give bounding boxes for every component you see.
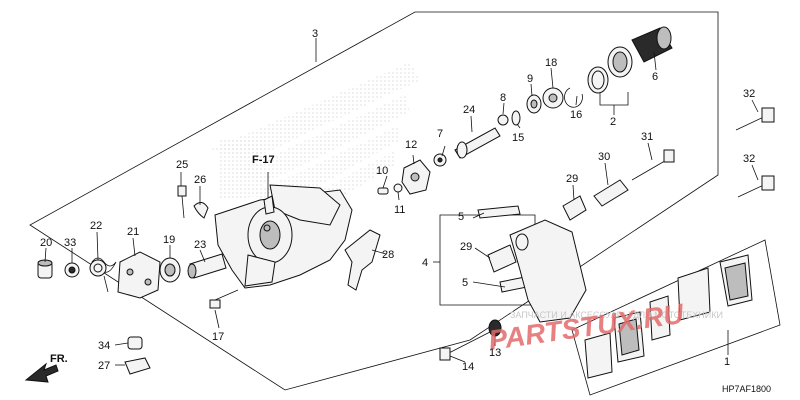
part-label-1: 1 xyxy=(724,356,730,368)
oring-8 xyxy=(497,114,509,126)
part-label-7: 7 xyxy=(437,128,443,140)
part-label-2: 2 xyxy=(610,116,616,128)
fr-label: FR. xyxy=(50,353,68,365)
part-label-31: 31 xyxy=(641,131,653,143)
part-label-13: 13 xyxy=(489,347,501,359)
caliper-pin xyxy=(187,253,227,279)
part-label-28: 28 xyxy=(382,249,394,261)
bleeder-cap xyxy=(37,259,53,279)
part-label-30: 30 xyxy=(598,151,610,163)
part-label-12: 12 xyxy=(405,139,417,151)
part-label-22: 22 xyxy=(90,220,102,232)
bolt-32-lower xyxy=(737,175,775,198)
part-label-15: 15 xyxy=(512,132,524,144)
washer xyxy=(64,262,80,278)
part-label-21: 21 xyxy=(127,226,139,238)
oring-11 xyxy=(393,183,403,193)
part-label-29a: 29 xyxy=(566,173,578,185)
clip-27 xyxy=(124,357,151,375)
part-label-8: 8 xyxy=(500,92,506,104)
slide-pin-31 xyxy=(631,149,675,181)
front-arrow-icon xyxy=(24,362,59,383)
nut-12 xyxy=(401,159,431,195)
part-label-25: 25 xyxy=(176,159,188,171)
part-label-5b: 5 xyxy=(462,277,468,289)
dust-seal xyxy=(607,46,633,78)
part-label-9: 9 xyxy=(527,73,533,85)
nut-7 xyxy=(433,153,447,167)
washer-15 xyxy=(511,110,521,126)
part-label-26: 26 xyxy=(194,174,206,186)
part-label-10: 10 xyxy=(376,165,388,177)
boot-29-lower xyxy=(487,244,517,273)
watermark-text: ЗАПЧАСТИ И АКСЕССУАРЫ ДЛЯ МОТОТЕХНИКИ xyxy=(510,310,723,320)
pin-14 xyxy=(439,331,491,361)
part-label-19: 19 xyxy=(163,234,175,246)
part-label-4: 4 xyxy=(422,257,428,269)
part-label-11: 11 xyxy=(394,204,405,216)
bleeder-screw xyxy=(177,185,187,219)
gear-18 xyxy=(542,87,564,109)
return-spring xyxy=(89,257,117,293)
adjuster-shaft xyxy=(454,127,501,159)
part-label-5a: 5 xyxy=(458,211,464,223)
part-label-32b: 32 xyxy=(743,153,755,165)
banjo-clip xyxy=(193,202,209,219)
ref-label: F-17 xyxy=(252,154,275,166)
boot-29-upper xyxy=(562,195,587,221)
part-label-17: 17 xyxy=(212,331,224,343)
caliper-assembly-outline xyxy=(29,11,719,391)
leader-lines xyxy=(44,51,759,366)
bushing xyxy=(159,257,181,283)
part-label-18: 18 xyxy=(545,57,557,69)
cap-34 xyxy=(127,336,143,350)
circlip-16 xyxy=(564,87,583,108)
oring-10 xyxy=(377,187,389,195)
pad-spring-inner xyxy=(584,332,613,379)
piston-seal xyxy=(587,66,609,94)
part-label-14: 14 xyxy=(462,361,474,373)
part-label-27: 27 xyxy=(98,360,110,372)
seal-set-leader xyxy=(599,92,629,115)
piston xyxy=(631,26,673,63)
bolt-32-upper xyxy=(735,107,775,131)
pad-shim-outer xyxy=(677,267,711,321)
part-label-33: 33 xyxy=(64,237,76,249)
mounting-bolt-17 xyxy=(209,289,239,309)
part-label-34: 34 xyxy=(98,340,110,352)
caliper-bracket xyxy=(509,219,587,323)
pad-shim-inner xyxy=(649,295,671,341)
brake-pad-outer xyxy=(719,254,753,307)
part-label-16: 16 xyxy=(570,109,582,121)
part-label-3: 3 xyxy=(312,28,318,40)
diagram-code: HP7AF1800 xyxy=(722,384,771,394)
pad-spring xyxy=(344,229,381,291)
wing-watermark xyxy=(210,62,420,222)
pad-retainer-5-upper xyxy=(477,205,521,219)
caliper-body xyxy=(214,184,353,289)
part-label-29b: 29 xyxy=(460,241,472,253)
part-label-6: 6 xyxy=(652,71,658,83)
slide-pin-30 xyxy=(593,179,629,207)
part-label-24: 24 xyxy=(463,104,475,116)
part-label-20: 20 xyxy=(40,237,52,249)
part-label-32a: 32 xyxy=(743,88,755,100)
brake-pad-inner xyxy=(613,311,645,363)
bearing-9 xyxy=(526,94,542,114)
bracket-plate xyxy=(117,251,161,299)
part-label-23: 23 xyxy=(194,239,206,251)
